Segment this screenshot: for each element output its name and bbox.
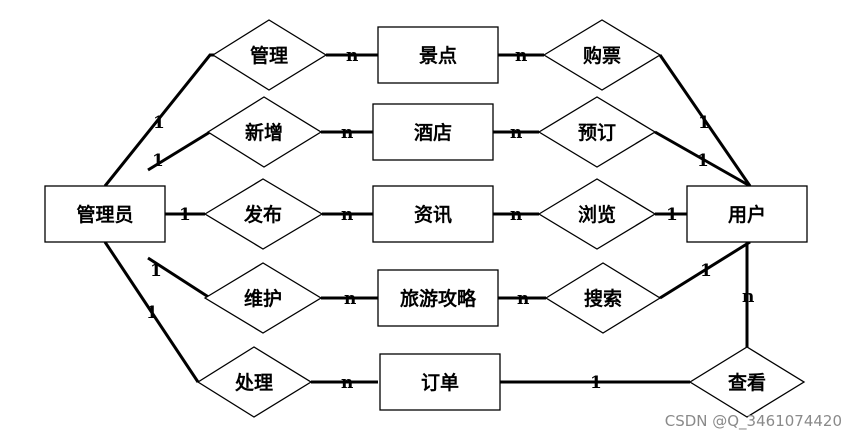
card-admin-add: 1 (152, 151, 164, 171)
card-view-user: n (742, 287, 754, 307)
entity-box (377, 269, 499, 327)
relationship-diamond (211, 19, 328, 91)
entity-admin: 管理员 (44, 185, 166, 243)
entity-box (377, 26, 499, 84)
line-buy-user (658, 54, 752, 187)
relationship-reserve: 预订 (537, 96, 657, 168)
relationship-label: 维护 (244, 287, 282, 310)
entity-hotel: 酒店 (372, 103, 494, 161)
entity-label: 用户 (728, 203, 766, 226)
line-admin-add (147, 130, 211, 172)
relationship-label: 管理 (250, 44, 288, 67)
entity-user: 用户 (686, 185, 808, 243)
relationship-add: 新增 (206, 96, 323, 168)
line-reserve-user (654, 130, 751, 188)
entity-label: 资讯 (414, 203, 452, 226)
relationship-label: 搜索 (584, 287, 622, 310)
relationship-buy: 购票 (542, 19, 662, 91)
entity-label: 管理员 (76, 203, 133, 226)
card-admin-publish: 1 (179, 205, 191, 225)
relationship-publish: 发布 (203, 178, 324, 250)
relationship-diamond (206, 96, 323, 168)
card-hotel-reserve: n (510, 123, 522, 143)
card-admin-handle: 1 (146, 303, 158, 323)
relationship-diamond (542, 19, 662, 91)
relationship-browse: 浏览 (537, 178, 657, 250)
card-spot-buy: n (515, 46, 527, 66)
line-search-user (659, 240, 751, 300)
entity-label: 旅游攻略 (400, 287, 477, 310)
relationship-manage: 管理 (211, 19, 328, 91)
card-maintain-guide: n (344, 289, 356, 309)
relationship-search: 搜索 (544, 262, 662, 334)
relationship-maintain: 维护 (203, 262, 323, 334)
card-reserve-user: 1 (697, 151, 709, 171)
entity-box (372, 185, 494, 243)
relationship-label: 查看 (727, 371, 766, 394)
card-order-view: 1 (590, 373, 602, 393)
card-manage-spot: n (346, 46, 358, 66)
relationship-diamond (688, 346, 806, 418)
relationship-label: 处理 (234, 371, 273, 394)
card-publish-news: n (341, 205, 353, 225)
relationship-diamond (537, 178, 657, 250)
card-admin-manage: 1 (153, 113, 165, 133)
relationship-diamond (203, 262, 323, 334)
entity-news: 资讯 (372, 185, 494, 243)
relationship-diamond (537, 96, 657, 168)
relationship-view: 查看 (688, 346, 806, 418)
relationship-label: 浏览 (578, 203, 616, 226)
entity-box (372, 103, 494, 161)
entity-guide: 旅游攻略 (377, 269, 499, 327)
card-news-browse: n (510, 205, 522, 225)
connector-lines (103, 53, 752, 384)
entity-label: 订单 (421, 371, 459, 394)
entity-label: 酒店 (414, 121, 452, 144)
entity-order: 订单 (379, 353, 501, 411)
card-buy-user: 1 (698, 113, 710, 133)
relationship-diamond (203, 178, 324, 250)
entity-box (379, 353, 501, 411)
relationship-label: 预订 (578, 122, 616, 144)
entity-box (44, 185, 166, 243)
entity-spot: 景点 (377, 26, 499, 84)
relationship-label: 发布 (243, 203, 282, 226)
card-browse-user: 1 (666, 205, 678, 225)
line-admin-handle (103, 241, 200, 383)
card-add-hotel: n (341, 123, 353, 143)
line-admin-maintain (147, 256, 211, 300)
card-search-user: 1 (700, 261, 712, 281)
cardinality-labels: 1 1 1 1 1 n n n n n n n n n 1 1 1 1 1 n (146, 46, 754, 393)
relationship-handle: 处理 (196, 346, 313, 418)
relationship-diamond (544, 262, 662, 334)
entity-label: 景点 (419, 45, 457, 67)
card-handle-order: n (341, 373, 353, 393)
card-admin-maintain: 1 (150, 261, 162, 281)
entity-box (686, 185, 808, 243)
watermark: CSDN @Q_3461074420 (665, 412, 842, 431)
relationship-diamond (196, 346, 313, 418)
relationship-label: 购票 (583, 44, 621, 67)
card-guide-search: n (517, 289, 529, 309)
relationship-label: 新增 (245, 121, 283, 144)
